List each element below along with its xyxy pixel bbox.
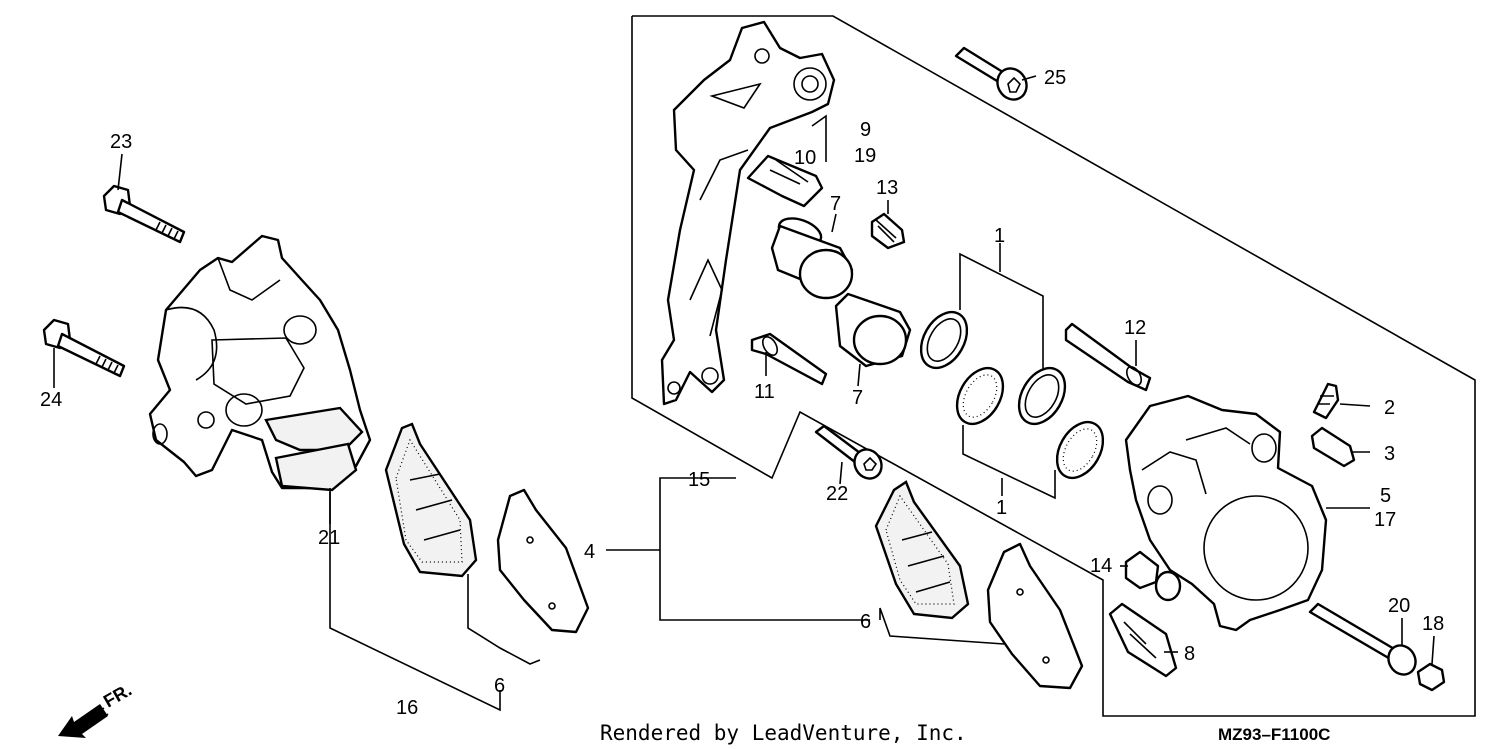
callout-5: 5 (1380, 485, 1391, 507)
bolt-23 (102, 184, 186, 244)
lead-25 (1021, 75, 1037, 81)
callout-9: 9 (860, 119, 871, 141)
bleeder-cap-3 (1310, 426, 1356, 468)
credit-text: Rendered by LeadVenture, Inc. (600, 721, 967, 745)
bracket-9-19 (811, 114, 827, 162)
callout-22: 22 (826, 483, 848, 505)
callout-18: 18 (1422, 613, 1444, 635)
callout-1-top: 1 (994, 225, 1005, 247)
callout-24: 24 (40, 389, 62, 411)
nut-18 (1416, 662, 1446, 692)
brake-pad-right-inner (874, 480, 970, 620)
lead-7b (857, 363, 861, 387)
retainer-8 (1108, 602, 1178, 678)
front-arrow-icon (58, 704, 108, 738)
lead-7a (831, 213, 837, 233)
callout-12: 12 (1124, 317, 1146, 339)
bleeder-2 (1312, 382, 1340, 420)
callout-10: 10 (794, 147, 816, 169)
callout-11: 11 (754, 381, 775, 403)
callout-3: 3 (1384, 443, 1395, 465)
callout-20: 20 (1388, 595, 1410, 617)
callout-1-bottom: 1 (996, 497, 1007, 519)
callout-6-right: 6 (860, 611, 871, 633)
bracket-15-4 (659, 477, 870, 621)
diagram-code: MZ93–F1100C (1218, 725, 1330, 744)
callout-2: 2 (1384, 397, 1395, 419)
callout-13: 13 (876, 177, 898, 199)
callout-8: 8 (1184, 643, 1195, 665)
callout-19: 19 (854, 145, 876, 167)
callout-16: 16 (396, 697, 418, 719)
callout-15: 15 (688, 469, 710, 491)
pin-12 (1064, 322, 1152, 392)
lead-22 (839, 461, 843, 485)
brake-pad-left-outer (496, 488, 590, 634)
bolt-25 (954, 46, 1028, 101)
bolt-22 (814, 424, 883, 480)
callout-4: 4 (584, 541, 595, 563)
bracket-16 (329, 492, 501, 712)
front-label: FR. (100, 680, 135, 712)
brake-pad-left-inner (384, 422, 478, 578)
bolt-24 (42, 318, 126, 378)
piston-7-lower (834, 292, 912, 368)
callout-23: 23 (110, 131, 132, 153)
callout-6-left: 6 (494, 675, 505, 697)
plug-14 (1124, 550, 1182, 602)
piston-7-upper (770, 217, 854, 300)
callout-7-upper: 7 (830, 193, 841, 215)
bracket-1-upper (959, 252, 1044, 370)
bracket-6-left (467, 574, 541, 665)
lead-18 (1431, 635, 1435, 665)
pad-spring-10 (746, 154, 824, 208)
piston-seals-1 (919, 310, 1105, 480)
exploded-frame-upper (631, 15, 1476, 717)
bracket-1-lower (962, 425, 1056, 500)
caliper-body-5-17 (1124, 394, 1328, 632)
callout-14: 14 (1090, 555, 1112, 577)
lead-2 (1339, 403, 1371, 407)
brake-pad-right-outer (986, 542, 1084, 690)
bleeder-13 (870, 212, 906, 250)
pin-20 (1308, 602, 1417, 676)
callout-17: 17 (1374, 509, 1396, 531)
callout-21: 21 (318, 527, 340, 549)
front-direction-marker: FR. (58, 680, 135, 738)
pin-11 (750, 332, 828, 386)
caliper-assembly-left (148, 234, 372, 492)
bracket-6-right (879, 607, 1005, 645)
callout-7-lower: 7 (852, 387, 863, 409)
caliper-bracket-9-19 (660, 20, 836, 406)
lead-23 (117, 153, 123, 191)
callout-25: 25 (1044, 67, 1066, 89)
